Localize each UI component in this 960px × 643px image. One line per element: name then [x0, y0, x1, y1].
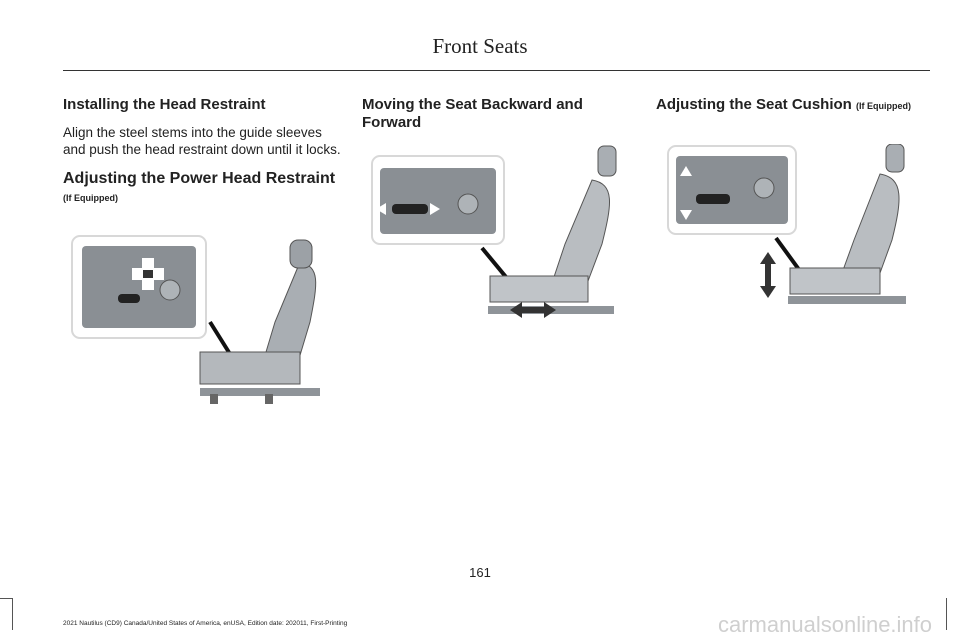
footer-edition: 2021 Nautilus (CD9) Canada/United States…	[63, 620, 348, 627]
column-seat-cushion: Adjusting the Seat Cushion (If Equipped)	[656, 96, 936, 125]
seat-icon	[760, 144, 906, 304]
column-seat-fore-aft: Moving the Seat Backward and Forward	[362, 96, 632, 142]
illustration-seat-cushion	[666, 144, 926, 324]
heading-adjusting-cushion-text: Adjusting the Seat Cushion	[656, 96, 852, 113]
paragraph-installing-head-restraint: Align the steel stems into the guide sle…	[63, 125, 341, 157]
crop-mark	[946, 598, 947, 630]
seat-icon	[488, 145, 617, 318]
crop-mark	[0, 598, 12, 599]
seat-switch-icon	[680, 166, 775, 220]
page-number: 161	[469, 565, 491, 580]
heading-moving-seat: Moving the Seat Backward and Forward	[362, 96, 583, 131]
seat-switch-icon	[376, 193, 479, 215]
illustration-seat-fore-aft	[370, 144, 630, 324]
column-head-restraint: Installing the Head Restraint Align the …	[63, 96, 343, 217]
heading-adjusting-cushion: Adjusting the Seat Cushion (If Equipped)	[656, 96, 936, 115]
illustration-power-head-restraint	[70, 232, 340, 412]
heading-if-equipped: (If Equipped)	[63, 193, 118, 203]
crop-mark	[12, 598, 13, 630]
heading-power-head-restraint: Adjusting the Power Head Restraint (If E…	[63, 170, 343, 207]
heading-cushion-if-equipped: (If Equipped)	[856, 101, 912, 111]
watermark: carmanualsonline.info	[718, 612, 933, 637]
header-rule	[63, 70, 930, 71]
heading-power-head-restraint-text: Adjusting the Power Head Restraint	[63, 170, 336, 187]
seat-switch-icon	[118, 258, 181, 303]
page-title: Front Seats	[432, 34, 528, 58]
heading-installing-head-restraint: Installing the Head Restraint	[63, 96, 266, 113]
seat-icon	[199, 239, 320, 404]
